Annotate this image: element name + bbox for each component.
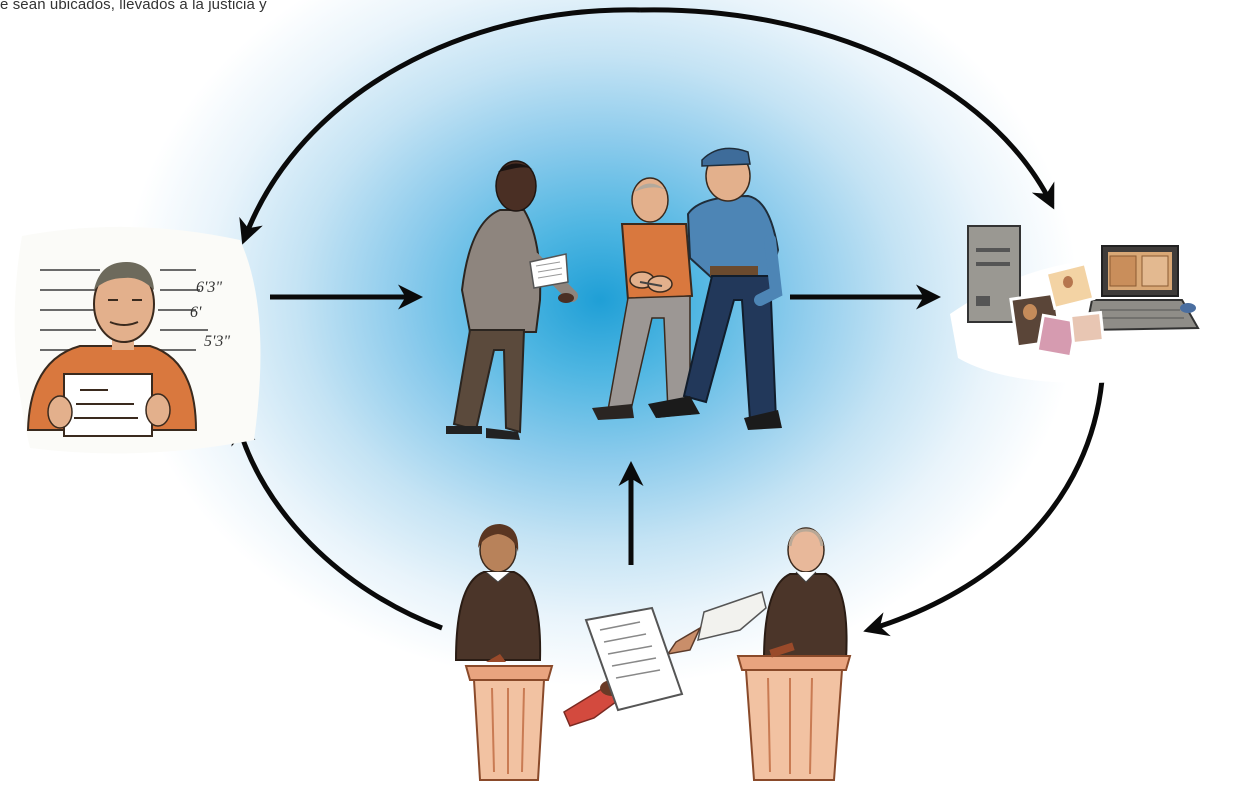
height-mark-1: 6'3" <box>196 279 222 296</box>
height-mark-3: 5'3" <box>204 333 230 350</box>
detective-figure <box>446 161 574 440</box>
judge-figure <box>738 528 850 780</box>
prosecutor-figure <box>456 524 552 780</box>
arc-arrow-right-down <box>868 380 1102 630</box>
arc-arrow-bottom-left <box>238 424 442 628</box>
document-exchange <box>564 592 766 726</box>
evidence-illustration <box>950 226 1250 383</box>
arc-arrow-top-right <box>640 10 1052 205</box>
mugshot-illustration: 6'3" 6' 5'3" <box>15 227 261 454</box>
suspect-figure <box>592 178 692 420</box>
height-mark-2: 6' <box>190 304 202 321</box>
arc-arrow-top-left <box>244 10 640 240</box>
